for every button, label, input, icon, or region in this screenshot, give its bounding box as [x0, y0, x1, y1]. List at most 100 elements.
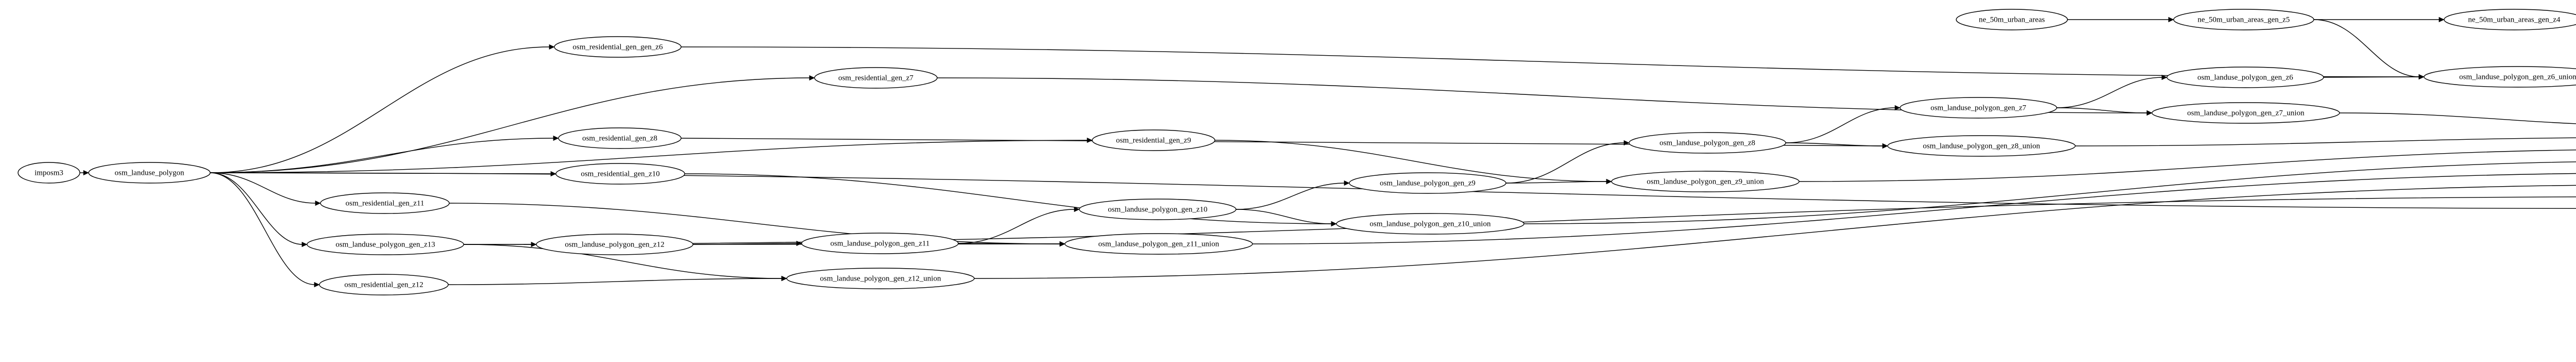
graph-node-osm_landuse_polygon_gen_z6[interactable]: osm_landuse_polygon_gen_z6 [2166, 67, 2324, 88]
graph-edge [448, 278, 783, 285]
node-label: ne_50m_urban_areas [1979, 15, 2045, 24]
graph-node-ne_50m_urban_areas_gen_z4[interactable]: ne_50m_urban_areas_gen_z4 [2444, 9, 2576, 30]
graph-node-osm_residential_gen_z6[interactable]: osm_residential_gen_gen_z6 [554, 36, 682, 58]
node-ellipse [320, 192, 450, 214]
graph-edge [210, 172, 315, 285]
graph-node-osm_landuse_polygon_gen_z8_union[interactable]: osm_landuse_polygon_gen_z8_union [1887, 135, 2076, 157]
node-ellipse [1956, 9, 2068, 30]
node-ellipse [1887, 135, 2076, 157]
node-ellipse [555, 163, 685, 185]
edge-arrowhead [315, 200, 321, 206]
graph-edge [1785, 107, 1896, 143]
graph-edge [2339, 112, 2576, 124]
graph-edge [1235, 183, 1345, 210]
edge-arrowhead [1059, 241, 1065, 247]
graph-edge [1214, 140, 1607, 182]
node-ellipse [2151, 102, 2340, 124]
edge-arrowhead [550, 171, 556, 177]
graph-node-osm_residential_gen_z9[interactable]: osm_residential_gen_z9 [1092, 129, 1215, 151]
edge-arrowhead [2438, 17, 2445, 23]
node-label: osm_residential_gen_z8 [582, 134, 657, 142]
graph-node-osm_landuse_polygon_gen_z11[interactable]: osm_landuse_polygon_gen_z11 [801, 233, 959, 254]
graph-node-imposm3[interactable]: imposm3 [18, 162, 80, 184]
graph-node-osm_landuse_polygon_gen_z12_union[interactable]: osm_landuse_polygon_gen_z12_union [786, 268, 975, 289]
node-ellipse [2166, 67, 2324, 88]
graph-node-osm_landuse_polygon_gen_z10[interactable]: osm_landuse_polygon_gen_z10 [1079, 199, 1236, 220]
graph-node-osm_landuse_polygon_gen_z10_union[interactable]: osm_landuse_polygon_gen_z10_union [1336, 213, 1524, 235]
edge-arrowhead [2161, 74, 2167, 80]
graph-edge [2313, 19, 2420, 77]
graph-node-osm_landuse_polygon_gen_z9[interactable]: osm_landuse_polygon_gen_z9 [1349, 172, 1506, 194]
edge-arrowhead [1087, 137, 1093, 143]
node-label: osm_landuse_polygon_gen_z10_union [1370, 220, 1491, 228]
graph-node-ne_50m_urban_areas[interactable]: ne_50m_urban_areas [1956, 9, 2068, 30]
graph-node-osm_residential_gen_z11[interactable]: osm_residential_gen_z11 [320, 192, 450, 214]
graph-edge [210, 77, 810, 173]
graph-node-osm_residential_gen_z8[interactable]: osm_residential_gen_z8 [558, 127, 682, 149]
edge-arrowhead [2418, 74, 2425, 80]
graph-node-osm_landuse_polygon_gen_z7[interactable]: osm_landuse_polygon_gen_z7 [1900, 97, 2057, 119]
graph-node-osm_landuse_polygon_gen_z13[interactable]: osm_landuse_polygon_gen_z13 [307, 234, 464, 255]
node-label: osm_residential_gen_z12 [344, 281, 423, 289]
graph-edge [210, 140, 1088, 173]
edge-arrowhead [2168, 17, 2174, 23]
node-ellipse [319, 274, 449, 295]
graph-node-osm_landuse_polygon_gen_z8[interactable]: osm_landuse_polygon_gen_z8 [1629, 132, 1786, 154]
edge-arrowhead [301, 241, 308, 248]
graph-node-osm_landuse_polygon[interactable]: osm_landuse_polygon [88, 162, 211, 184]
node-label: osm_landuse_polygon_gen_z11 [831, 239, 930, 248]
node-ellipse [2444, 9, 2576, 30]
node-ellipse [536, 234, 693, 255]
node-ellipse [1611, 171, 1800, 192]
graph-node-osm_landuse_polygon_gen_z9_union[interactable]: osm_landuse_polygon_gen_z9_union [1611, 171, 1800, 192]
node-ellipse [1629, 132, 1786, 154]
edge-arrowhead [1894, 105, 1901, 111]
node-label: osm_landuse_polygon_gen_z11_union [1098, 240, 1219, 248]
node-ellipse [1092, 129, 1215, 151]
graph-edge [1505, 142, 1625, 184]
graph-node-osm_residential_gen_z12[interactable]: osm_residential_gen_z12 [319, 274, 449, 295]
graph-node-ne_50m_urban_areas_gen_z5[interactable]: ne_50m_urban_areas_gen_z5 [2173, 9, 2314, 30]
graph-node-osm_residential_gen_z10[interactable]: osm_residential_gen_z10 [555, 163, 685, 185]
edge-arrowhead [314, 282, 320, 288]
graph-edge [2056, 77, 2163, 108]
node-label: osm_landuse_polygon_gen_z8 [1659, 139, 1755, 147]
node-label: osm_residential_gen_z9 [1116, 136, 1191, 144]
edge-arrowhead [83, 170, 89, 176]
graph-node-osm_landuse_polygon_gen_z7_union[interactable]: osm_landuse_polygon_gen_z7_union [2151, 102, 2340, 124]
node-label: osm_residential_gen_z11 [346, 199, 425, 207]
edge-arrowhead [1606, 178, 1612, 185]
node-ellipse [1349, 172, 1506, 194]
node-ellipse [88, 162, 211, 184]
node-label: osm_landuse_polygon [115, 169, 184, 177]
edge-arrowhead [1344, 180, 1350, 186]
graph-edge [2056, 107, 2148, 113]
graph-edge [958, 209, 1075, 244]
node-ellipse [554, 36, 682, 58]
graph-edge [210, 138, 554, 173]
node-label: osm_residential_gen_gen_z6 [573, 43, 663, 51]
edge-arrowhead [796, 240, 802, 246]
node-ellipse [786, 268, 975, 289]
node-label: osm_residential_gen_z10 [581, 170, 659, 178]
node-ellipse [1900, 97, 2057, 119]
graph-edge [1235, 209, 1332, 224]
graph-edge [210, 46, 550, 173]
graph-node-osm_residential_gen_z7[interactable]: osm_residential_gen_z7 [814, 67, 938, 89]
graph-node-osm_landuse_polygon_gen_z6_union[interactable]: osm_landuse_polygon_gen_z6_union [2424, 66, 2576, 88]
graph-edge [1799, 149, 2576, 182]
node-label: osm_landuse_polygon_gen_z9 [1380, 179, 1476, 187]
node-ellipse [307, 234, 464, 255]
node-ellipse [814, 67, 938, 89]
graph-edge [210, 172, 316, 204]
graph-node-osm_landuse_polygon_gen_z11_union[interactable]: osm_landuse_polygon_gen_z11_union [1064, 233, 1253, 255]
graph-edge [681, 46, 2420, 77]
graph-node-osm_landuse_polygon_gen_z12[interactable]: osm_landuse_polygon_gen_z12 [536, 234, 693, 255]
nodes-layer: imposm3 osm_landuse_polygon osm_residentia… [18, 9, 2576, 295]
edge-arrowhead [553, 135, 559, 141]
graph-edge [684, 173, 1332, 224]
node-ellipse [1079, 199, 1236, 220]
node-label: osm_landuse_polygon_gen_z9_union [1647, 177, 1764, 186]
edge-arrowhead [1331, 221, 1337, 227]
